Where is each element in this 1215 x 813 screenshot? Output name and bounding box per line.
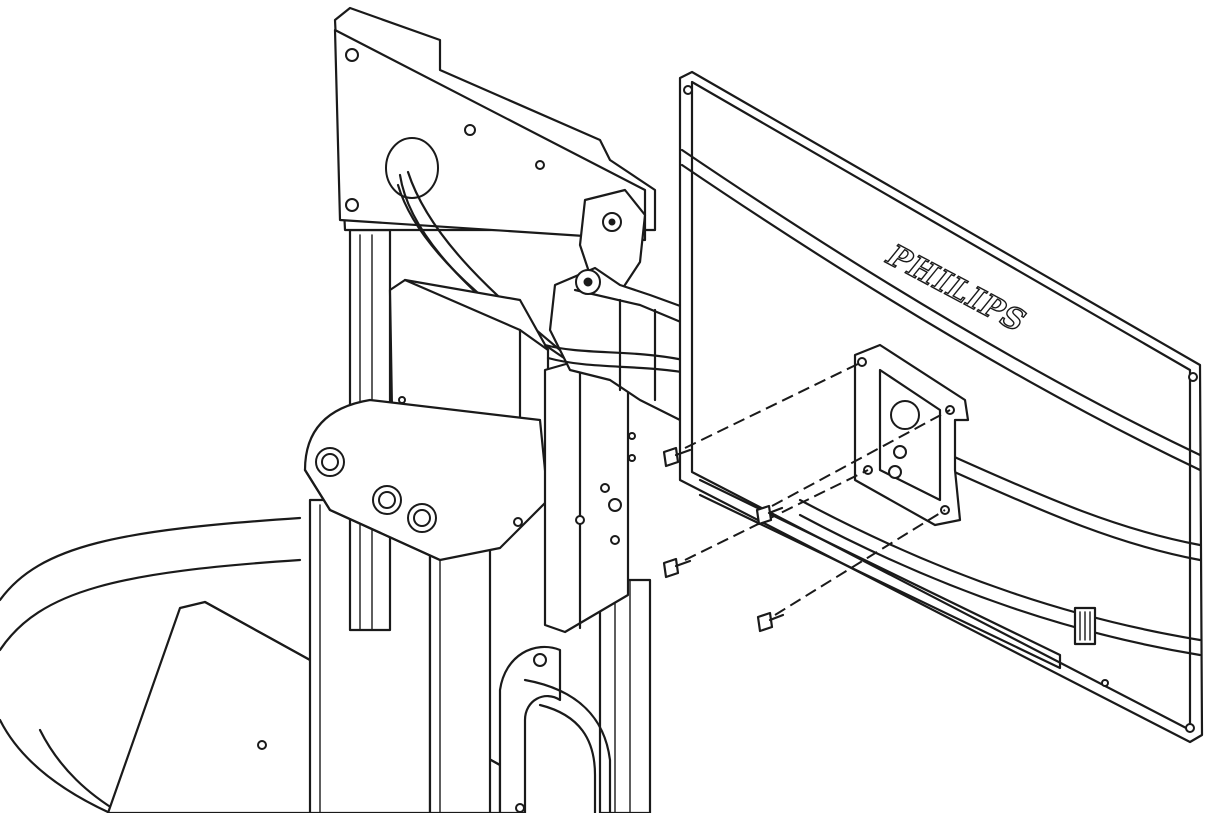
screw-icon	[756, 611, 785, 633]
screw-icon	[755, 504, 784, 526]
screw-icon	[662, 557, 692, 579]
control-panel	[303, 398, 550, 562]
vesa-plate-icon	[853, 343, 970, 527]
lower-handle	[498, 645, 612, 813]
cart-column	[308, 228, 652, 813]
height-slider	[543, 358, 636, 634]
wall-plate	[333, 6, 657, 377]
screw-icon	[662, 446, 692, 468]
speaker-grille	[1073, 606, 1097, 646]
screw-alignment-lines	[684, 361, 951, 616]
